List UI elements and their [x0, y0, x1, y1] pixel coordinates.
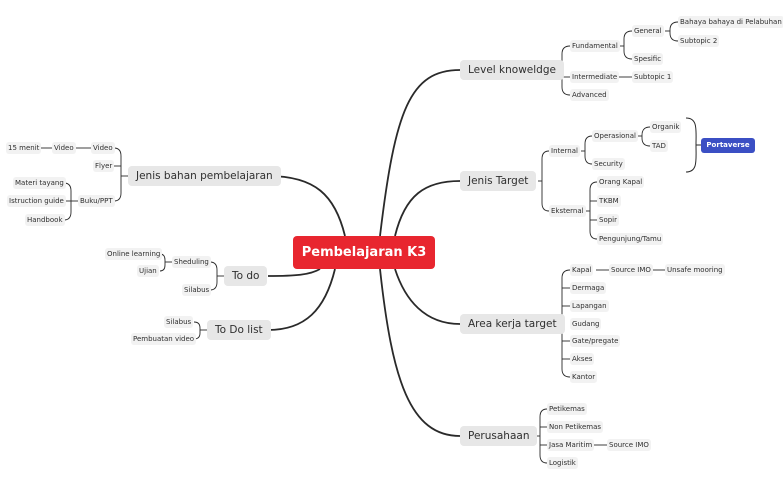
subtopic-silabus-2[interactable]: Silabus [164, 316, 194, 328]
topic-level-knowledge[interactable]: Level knoweldge [460, 60, 564, 80]
subtopic-video-inner[interactable]: Video [52, 142, 76, 154]
subtopic-jasa-maritim[interactable]: Jasa Maritim [547, 439, 595, 451]
subtopic-orang-kapal[interactable]: Orang Kapal [597, 176, 645, 188]
topic-to-do[interactable]: To do [224, 266, 268, 286]
subtopic-silabus[interactable]: Silabus [182, 284, 212, 296]
subtopic-spesific[interactable]: Spesific [632, 53, 664, 65]
subtopic-2[interactable]: Subtopic 2 [678, 35, 720, 47]
subtopic-logistik[interactable]: Logistik [547, 457, 578, 469]
subtopic-1[interactable]: Subtopic 1 [632, 71, 674, 83]
subtopic-non-petikemas[interactable]: Non Petikemas [547, 421, 604, 433]
subtopic-tkbm[interactable]: TKBM [597, 195, 621, 207]
subtopic-buku-ppt[interactable]: Buku/PPT [78, 195, 115, 207]
subtopic-fundamental[interactable]: Fundamental [570, 40, 620, 52]
subtopic-akses[interactable]: Akses [570, 353, 595, 365]
subtopic-gudang[interactable]: Gudang [570, 318, 602, 330]
subtopic-internal[interactable]: Internal [549, 145, 580, 157]
subtopic-15-menit[interactable]: 15 menit [6, 142, 42, 154]
subtopic-flyer[interactable]: Flyer [93, 160, 115, 172]
subtopic-ujian[interactable]: Ujian [137, 265, 159, 277]
subtopic-kapal[interactable]: Kapal [570, 264, 594, 276]
subtopic-unsafe-mooring[interactable]: Unsafe mooring [665, 264, 725, 276]
subtopic-source-imo[interactable]: Source IMO [609, 264, 653, 276]
topic-area-kerja-target[interactable]: Area kerja target [460, 314, 565, 334]
subtopic-sopir[interactable]: Sopir [597, 214, 619, 226]
subtopic-handbook[interactable]: Handbook [25, 214, 65, 226]
subtopic-petikemas[interactable]: Petikemas [547, 403, 587, 415]
subtopic-gate-pregate[interactable]: Gate/pregate [570, 335, 621, 347]
topic-to-do-list[interactable]: To Do list [207, 320, 271, 340]
topic-jenis-bahan-pembelajaran[interactable]: Jenis bahan pembelajaran [128, 166, 281, 186]
subtopic-security[interactable]: Security [592, 158, 625, 170]
subtopic-bahaya-pelabuhan[interactable]: Bahaya bahaya di Pelabuhan [678, 16, 783, 28]
topic-jenis-target[interactable]: Jenis Target [460, 171, 537, 191]
subtopic-organik[interactable]: Organik [650, 121, 682, 133]
subtopic-sheduling[interactable]: Sheduling [172, 256, 211, 268]
subtopic-general[interactable]: General [632, 25, 664, 37]
subtopic-dermaga[interactable]: Dermaga [570, 282, 607, 294]
subtopic-operasional[interactable]: Operasional [592, 130, 638, 142]
central-topic[interactable]: Pembelajaran K3 [293, 236, 435, 269]
subtopic-advanced[interactable]: Advanced [570, 89, 609, 101]
portaverse-callout[interactable]: Portaverse [701, 138, 755, 153]
subtopic-tad[interactable]: TAD [650, 140, 668, 152]
subtopic-pengunjung-tamu[interactable]: Pengunjung/Tamu [597, 233, 664, 245]
subtopic-intermediate[interactable]: Intermediate [570, 71, 620, 83]
topic-perusahaan[interactable]: Perusahaan [460, 426, 538, 446]
subtopic-video[interactable]: Video [91, 142, 115, 154]
subtopic-kantor[interactable]: Kantor [570, 371, 598, 383]
subtopic-eksternal[interactable]: Eksternal [549, 205, 586, 217]
subtopic-materi-tayang[interactable]: Materi tayang [13, 177, 66, 189]
subtopic-source-imo-2[interactable]: Source IMO [607, 439, 651, 451]
subtopic-pembuatan-video[interactable]: Pembuatan video [131, 333, 197, 345]
subtopic-lapangan[interactable]: Lapangan [570, 300, 609, 312]
subtopic-istruction-guide[interactable]: Istruction guide [7, 195, 66, 207]
subtopic-online-learning[interactable]: Online learning [105, 248, 163, 260]
